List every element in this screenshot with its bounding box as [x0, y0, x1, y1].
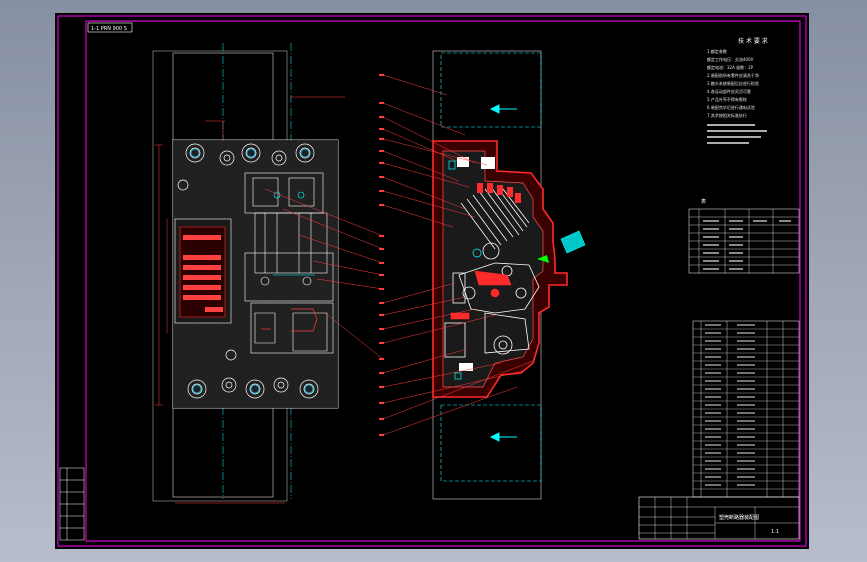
- tech-line: 6.装配完毕后进行通电试验: [707, 104, 755, 110]
- drawing-code-box: [87, 22, 133, 33]
- parts-table-title: 表: [701, 198, 706, 205]
- small-parts-table: 表: [688, 198, 800, 274]
- handle-icon: [560, 230, 586, 254]
- title-block-name: 塑壳断路器装配图: [719, 514, 759, 521]
- tech-line: 4.各运动部件应灵活可靠: [707, 88, 751, 94]
- sheet-outer-border: [57, 15, 807, 547]
- tech-requirements-block: 技 术 要 求 1.额定参数 额定工作电压：交流400V 额定电流：32A 极数…: [707, 37, 768, 144]
- tech-line: 2.装配前所有零件应清洗干净: [707, 72, 759, 78]
- tech-requirements-title: 技 术 要 求: [738, 37, 768, 45]
- left-stamp-column: [59, 467, 85, 541]
- tech-line: 额定电流：32A 极数：2P: [707, 64, 754, 70]
- cad-drawing-canvas[interactable]: 1-1 PRN 900 S: [55, 13, 809, 549]
- tech-line: 5.产品外壳不得有裂纹: [707, 96, 747, 102]
- flow-arrow-icon: [489, 104, 517, 442]
- cad-viewport[interactable]: 1-1 PRN 900 S: [55, 13, 809, 549]
- bill-of-materials-table: [692, 320, 800, 498]
- breaker-section-view-icon: [432, 50, 586, 500]
- title-block: 塑壳断路器装配图 1:1: [638, 496, 800, 540]
- tech-line: 额定工作电压：交流400V: [707, 56, 754, 62]
- tech-line: 1.额定参数: [707, 48, 727, 54]
- drawing-code-text: 1-1 PRN 900 S: [91, 26, 127, 32]
- sheet-inner-border: [85, 20, 801, 542]
- balloon-markers: [379, 74, 384, 436]
- section-view-leaders: [382, 74, 534, 436]
- tech-line: 7.其余按相关标准执行: [707, 112, 747, 118]
- front-view-leaders: [264, 188, 384, 360]
- title-block-scale: 1:1: [771, 529, 779, 535]
- tech-line: 3.触头系统装配后应进行检验: [707, 80, 759, 86]
- breaker-front-view-icon: [152, 43, 345, 504]
